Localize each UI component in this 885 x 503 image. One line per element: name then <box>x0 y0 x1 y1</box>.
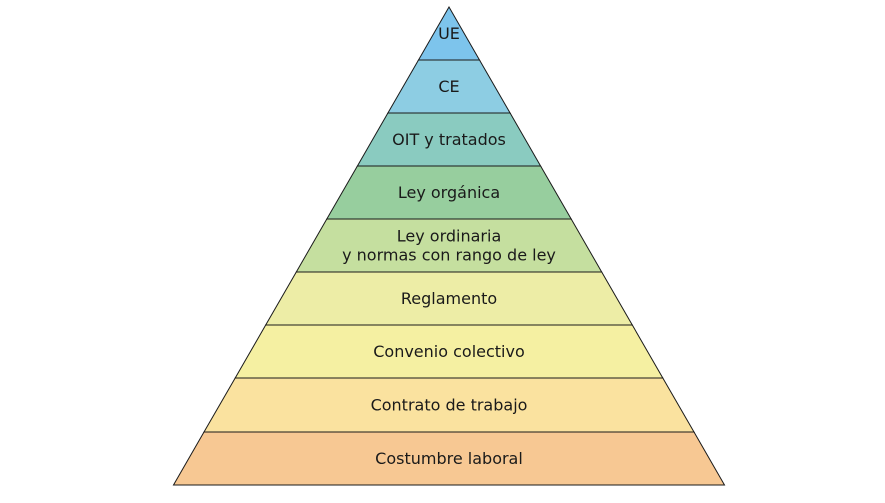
pyramid-tier-label: OIT y tratados <box>392 130 506 149</box>
pyramid-tier-label: Reglamento <box>401 289 497 308</box>
pyramid-tier-4: Ley orgánica <box>325 165 573 220</box>
pyramid-tier-label: y normas con rango de ley <box>342 246 556 265</box>
pyramid-tier-label: Ley ordinaria <box>397 227 502 246</box>
pyramid-tier-1: UE <box>417 5 481 61</box>
pyramid-tier-label: Convenio colectivo <box>373 342 525 361</box>
pyramid-tier-label: Costumbre laboral <box>375 449 523 468</box>
pyramid-tier-label: UE <box>438 24 460 43</box>
pyramid-tier-shape <box>172 431 726 486</box>
pyramid-tier-6: Reglamento <box>264 271 634 326</box>
pyramid-tier-label: CE <box>438 77 459 96</box>
pyramid-tier-3: OIT y tratados <box>356 112 542 167</box>
pyramid-tier-label: Ley orgánica <box>398 183 500 202</box>
pyramid-tier-9: Costumbre laboral <box>172 431 726 486</box>
pyramid-tier-2: CE <box>387 59 511 114</box>
pyramid-tier-8: Contrato de trabajo <box>203 377 695 433</box>
pyramid-tier-7: Convenio colectivo <box>234 324 664 379</box>
pyramid-tier-label: Contrato de trabajo <box>371 396 528 415</box>
